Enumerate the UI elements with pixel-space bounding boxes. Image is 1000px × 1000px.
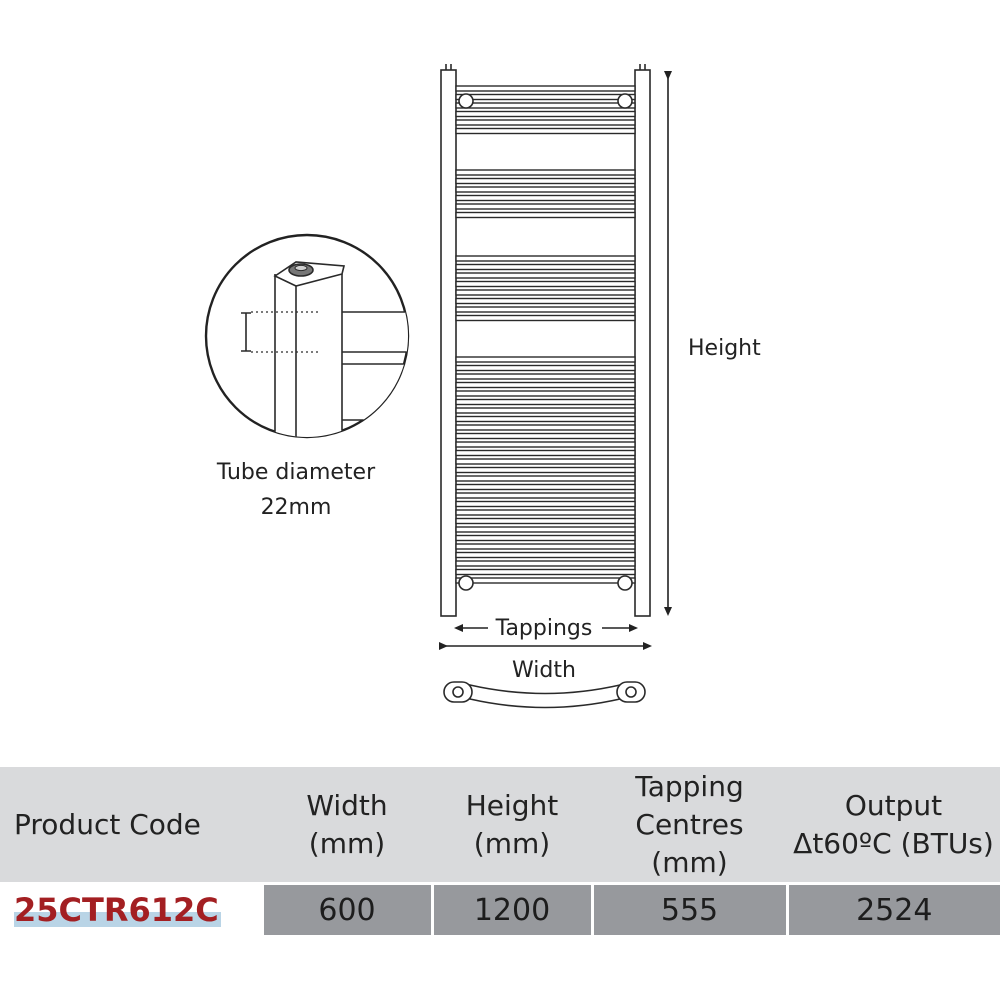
rail-bar [455,280,636,288]
header-width: Width (mm) [262,767,432,884]
rail-bar [455,364,636,372]
rail-bar [455,85,636,92]
right-upright [634,69,651,617]
table-header-row: Product Code Width (mm) Height (mm) Tapp… [0,767,1000,884]
spec-table: Product Code Width (mm) Height (mm) Tapp… [0,767,1000,935]
cell-output: 2524 [785,882,1000,935]
rail-bar [455,186,636,193]
rail-bar [455,93,636,101]
height-label: Height [688,336,761,361]
towel-rail-diagram [204,64,672,709]
tube-diameter-value: 22mm [260,495,332,520]
rail-bar [455,551,636,559]
rail-bar [455,356,636,363]
rail-bar [455,441,636,448]
rail-bar [455,263,636,271]
rail-bar [455,110,636,118]
cell-tapping-centres: 555 [590,882,787,935]
header-product-code: Product Code [0,767,262,884]
rail-bar [455,449,636,457]
rail-bar [455,203,636,210]
rail-bar [455,407,636,414]
cell-width: 600 [260,882,432,935]
rail-bars [455,85,636,584]
cell-height: 1200 [430,882,592,935]
rail-frame [440,64,651,617]
tube-diameter-label: Tube diameter [216,460,376,485]
header-tapping-centres: Tapping Centres (mm) [592,767,787,884]
rail-bar [455,398,636,406]
valve-connectors [458,93,633,591]
rail-bar [455,390,636,397]
rail-bar [455,177,636,185]
rail-bar [455,127,636,135]
rail-bar [455,483,636,491]
tube-detail [204,233,410,439]
rail-bar [455,534,636,542]
rail-bar [455,289,636,296]
rail-bar [455,297,636,305]
rail-bar [455,381,636,389]
tappings-label: Tappings [494,616,594,641]
rail-bar [455,169,636,176]
rail-bar [455,432,636,440]
rail-bar [455,500,636,508]
rail-bar [455,119,636,126]
rail-bar [455,560,636,567]
rail-bar [455,568,636,576]
header-height: Height (mm) [432,767,592,884]
rail-bar [455,543,636,550]
plan-view [443,681,646,709]
rail-bar [455,517,636,525]
rail-bar [455,492,636,499]
left-upright [440,69,457,617]
rail-bar [455,102,636,109]
width-label: Width [512,658,576,683]
rail-bar [455,373,636,380]
rail-bar [455,458,636,465]
rail-bar [455,314,636,322]
rail-bar [455,577,636,584]
rail-bar [455,475,636,482]
rail-bar [455,509,636,516]
rail-bar [455,466,636,474]
rail-bar [455,211,636,219]
product-code: 25CTR612C [14,891,221,929]
rail-bar [455,424,636,431]
rail-bar [455,272,636,279]
table-row: 25CTR612C 600 1200 555 2524 [0,882,1000,935]
header-output: Output Δt60ºC (BTUs) [787,767,1000,884]
rail-bar [455,194,636,202]
rail-bar [455,415,636,423]
rail-bar [455,255,636,262]
rail-bar [455,526,636,533]
cell-product-code: 25CTR612C [0,882,262,935]
rail-bar [455,306,636,313]
